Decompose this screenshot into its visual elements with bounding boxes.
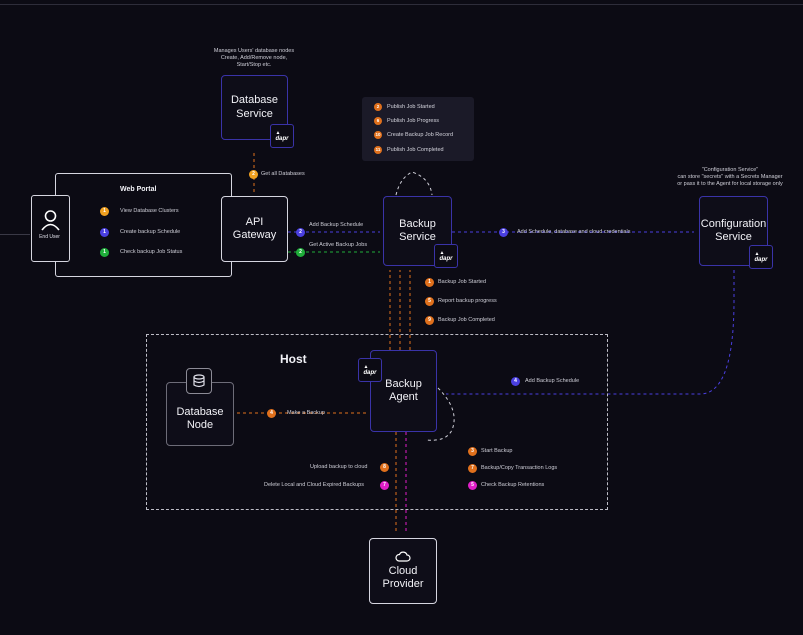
frame-top-line <box>0 4 803 5</box>
cloud-step-label: Delete Local and Cloud Expired Backups <box>264 482 364 488</box>
dapr-label: dapr <box>754 252 767 263</box>
dapr-logo-icon: dapr <box>358 358 382 382</box>
agent-status-label: Backup Job Completed <box>438 317 495 323</box>
step-badge: 4 <box>267 409 276 418</box>
web-portal-title: Web Portal <box>120 186 157 193</box>
dapr-logo-icon: dapr <box>270 124 294 148</box>
connector-publish-loop <box>395 171 433 196</box>
cloud-provider-title: Cloud Provider <box>382 564 424 590</box>
add-backup-schedule-label: Add Backup Schedule <box>309 222 364 228</box>
legend-item: 10 Create Backup Job Record <box>374 131 453 139</box>
legend-badge: 2 <box>374 103 382 111</box>
user-icon <box>41 210 60 231</box>
step-badge: 2 <box>296 228 305 237</box>
step-badge: 1 <box>100 248 109 257</box>
step-badge: 2 <box>249 170 258 179</box>
connector-agent-loop <box>425 387 455 441</box>
agent-step-label: Check Backup Retentions <box>481 482 545 488</box>
legend-badge: 10 <box>374 131 382 139</box>
step-badge: 4 <box>511 377 520 386</box>
legend-text: Create Backup Job Record <box>387 132 454 138</box>
cloud-icon <box>395 551 411 562</box>
step-badge: 7 <box>468 464 477 473</box>
legend-text: Publish Job Completed <box>387 147 444 153</box>
dapr-label: dapr <box>439 251 452 262</box>
connector-config-agent <box>446 270 735 395</box>
backup-agent-title: Backup Agent <box>385 377 422 403</box>
host-title: Host <box>280 352 307 366</box>
configuration-service-title: Configuration Service <box>700 217 767 243</box>
step-badge: 9 <box>425 316 434 325</box>
end-user-label: End User <box>39 234 60 240</box>
cloud-step-label: Upload backup to cloud <box>310 464 368 470</box>
database-node-title: Database Node <box>176 405 224 431</box>
step-badge: 3 <box>499 228 508 237</box>
host-boundary <box>146 334 608 510</box>
step-badge: 2 <box>296 248 305 257</box>
make-backup-label: Make a Backup <box>287 410 325 416</box>
add-backup-schedule-agent-label: Add Backup Schedule <box>525 378 580 384</box>
frame-edge-line <box>0 234 30 235</box>
backup-service-title: Backup Service <box>399 217 436 243</box>
publish-events-legend: 2 Publish Job Started 6 Publish Job Progre… <box>362 97 474 161</box>
agent-status-label: Report backup progress <box>438 298 497 304</box>
cloud-provider-box[interactable]: Cloud Provider <box>369 538 437 604</box>
step-badge: 3 <box>468 447 477 456</box>
portal-row-label: Create backup Schedule <box>120 229 181 235</box>
legend-item: 6 Publish Job Progress <box>374 117 439 125</box>
step-badge: 1 <box>100 228 109 237</box>
api-gateway-box[interactable]: API Gateway <box>221 196 288 262</box>
portal-row-label: Check backup Job Status <box>120 249 183 255</box>
step-badge: 1 <box>100 207 109 216</box>
legend-item: 11 Publish Job Completed <box>374 146 444 154</box>
step-badge: 7 <box>380 481 389 490</box>
config-link-label: Add Schedule, database and cloud credent… <box>517 229 631 235</box>
web-portal-box[interactable] <box>55 173 232 277</box>
step-badge: 8 <box>380 463 389 472</box>
end-user-box[interactable] <box>31 195 70 262</box>
legend-badge: 11 <box>374 146 382 154</box>
database-service-title: Database Service <box>230 94 279 120</box>
agent-step-label: Backup/Copy Transaction Logs <box>481 465 558 471</box>
get-all-databases-label: Get all Databases <box>261 171 305 177</box>
step-badge: 1 <box>425 278 434 287</box>
dapr-logo-icon: dapr <box>749 245 773 269</box>
dapr-label: dapr <box>363 365 376 376</box>
portal-row-label: View Database Clusters <box>120 208 179 214</box>
agent-status-label: Backup Job Started <box>438 279 487 285</box>
dapr-logo-icon: dapr <box>434 244 458 268</box>
step-badge: 5 <box>468 481 477 490</box>
dapr-label: dapr <box>275 131 288 142</box>
legend-item: 2 Publish Job Started <box>374 103 435 111</box>
legend-badge: 6 <box>374 117 382 125</box>
legend-text: Publish Job Progress <box>387 118 439 124</box>
get-active-jobs-label: Get Active Backup Jobs <box>309 242 368 248</box>
legend-text: Publish Job Started <box>387 104 435 110</box>
api-gateway-title: API Gateway <box>232 215 277 241</box>
step-badge: 5 <box>425 297 434 306</box>
database-service-note: Manages Users' database nodes Create, Ad… <box>213 48 295 68</box>
cloud-provider-content: Cloud Provider <box>382 551 424 591</box>
database-icon <box>186 368 212 394</box>
configuration-service-note: "Configuration Service" can store "secre… <box>677 167 783 187</box>
agent-step-label: Start Backup <box>481 448 513 454</box>
